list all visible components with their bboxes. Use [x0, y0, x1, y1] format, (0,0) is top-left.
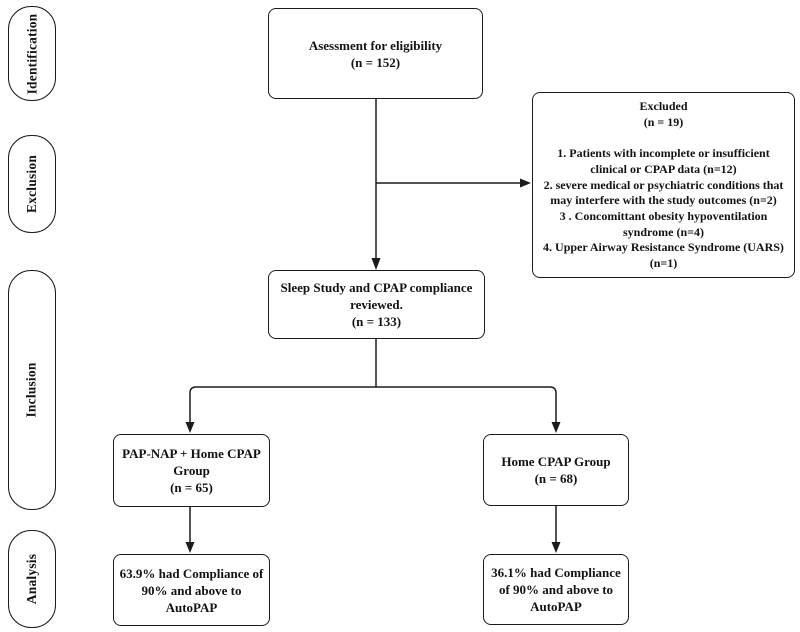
stage-label-exclusion: Exclusion [24, 154, 40, 214]
stage-label-inclusion: Inclusion [24, 362, 40, 418]
stage-pill-inclusion: Inclusion [8, 270, 56, 510]
arrowhead-into-papnap-outcome [185, 542, 195, 553]
stage-label-identification: Identification [24, 13, 39, 94]
box-home-group-text: Home CPAP Group(n = 68) [501, 454, 611, 486]
arrowhead-into-home-group [551, 422, 561, 433]
box-excluded-text: Excluded(n = 19)1. Patients with incompl… [543, 99, 784, 271]
arrowhead-into-papnap-group [185, 422, 195, 433]
box-excluded: Excluded(n = 19)1. Patients with incompl… [532, 92, 795, 278]
arrowhead-into-excluded [520, 178, 531, 188]
arrowhead-into-home-outcome [551, 542, 561, 553]
box-home-cpap-group: Home CPAP Group(n = 68) [483, 434, 629, 506]
box-assessment-for-eligibility: Asessment for eligibility(n = 152) [268, 8, 483, 99]
stage-pill-analysis: Analysis [8, 530, 56, 628]
arrowhead-into-reviewed [371, 258, 381, 270]
stage-pill-identification: Identification [8, 6, 56, 101]
stage-pill-exclusion: Exclusion [8, 135, 56, 233]
line-split-branch [189, 386, 557, 423]
box-assessment-text: Asessment for eligibility(n = 152) [308, 37, 443, 70]
stage-label-analysis: Analysis [24, 553, 39, 605]
